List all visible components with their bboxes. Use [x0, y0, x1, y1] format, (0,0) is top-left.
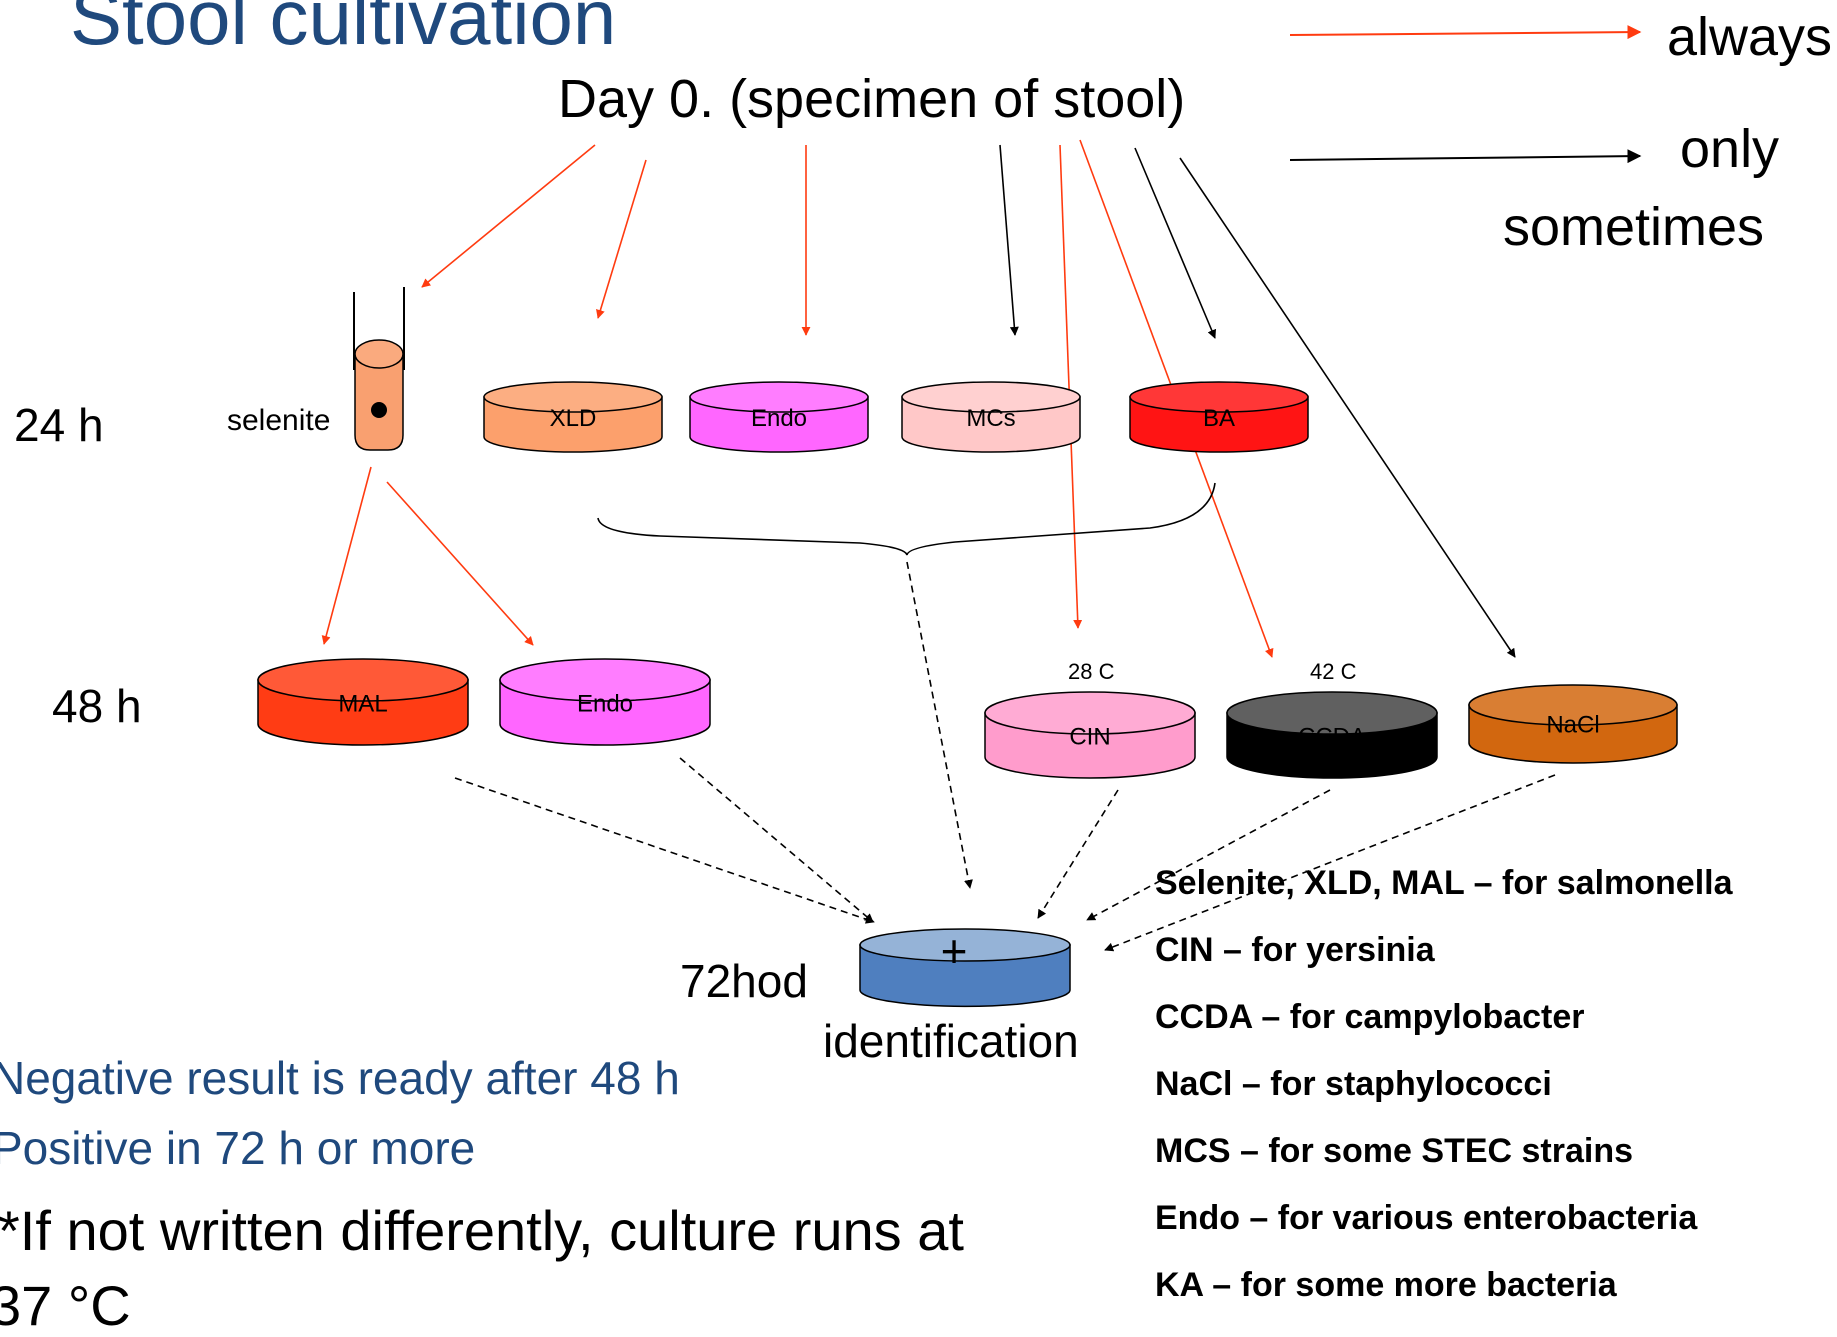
plate-endo-48h: Endo — [499, 658, 711, 746]
plate-ccda: CCDA — [1226, 691, 1438, 779]
cin-temperature: 28 C — [1068, 659, 1115, 684]
legend-sometimes-arrow — [1289, 149, 1642, 164]
key-item: Endo – for various enterobacteria — [1155, 1199, 1698, 1237]
dashed-arrows — [454, 561, 1556, 952]
time-48h: 48 h — [52, 680, 142, 732]
plate-nacl-label: NaCl — [1546, 711, 1599, 738]
plate-ccda-label: CCDA — [1298, 724, 1366, 751]
positive-note: Positive in 72 h or more — [0, 1122, 476, 1174]
ccda-temperature: 42 C — [1310, 659, 1357, 684]
tube-to-endo48-arrow — [386, 481, 534, 646]
key-item: Selenite, XLD, MAL – for salmonella — [1155, 864, 1733, 902]
plate-mal-label: MAL — [338, 691, 387, 718]
plate-mcs-label: MCs — [966, 405, 1015, 432]
plate-nacl: NaCl — [1468, 684, 1678, 764]
plate-ba-label: BA — [1203, 405, 1235, 432]
plate-mcs: MCs — [901, 381, 1081, 453]
key-item: CIN – for yersinia — [1155, 931, 1435, 969]
plate-cin-label: CIN — [1069, 724, 1110, 751]
tube-to-mal-arrow — [321, 466, 372, 645]
plate-ba: BA — [1129, 381, 1309, 453]
plate-endo-48h-label: Endo — [577, 691, 633, 718]
key-item: NaCl – for staphylococci — [1155, 1065, 1552, 1103]
temperature-note-line2: 37 °C — [0, 1274, 131, 1337]
plate-xld-label: XLD — [550, 405, 597, 432]
day0-label: Day 0. (specimen of stool) — [558, 69, 1186, 129]
day0-arrows — [421, 139, 1516, 658]
legend-always-label: always — [1667, 7, 1833, 67]
temperature-note-line1: *If not written differently, culture run… — [0, 1199, 964, 1262]
brace-24h — [597, 482, 1216, 556]
plate-xld: XLD — [483, 381, 663, 453]
legend-sometimes-label: sometimes — [1503, 197, 1765, 257]
identification-plate: + — [859, 925, 1071, 1008]
page-title: Stool cultivation — [70, 0, 617, 61]
key-item: KA – for some more bacteria — [1155, 1266, 1617, 1304]
plate-mal: MAL — [257, 658, 469, 746]
plate-endo: Endo — [689, 381, 869, 453]
negative-note: Negative result is ready after 48 h — [0, 1052, 680, 1104]
key-item: CCDA – for campylobacter — [1155, 998, 1585, 1036]
legend-always-arrow — [1289, 25, 1642, 40]
plate-cin: CIN — [984, 691, 1196, 779]
time-24h: 24 h — [14, 399, 104, 451]
key-item: MCS – for some STEC strains — [1155, 1132, 1634, 1170]
tube-label: selenite — [227, 404, 331, 437]
legend-only-label: only — [1680, 119, 1780, 179]
plus-sign: + — [941, 925, 968, 977]
plates-24h: XLD Endo MCs BA — [483, 381, 1309, 453]
identification-label: identification — [823, 1015, 1079, 1067]
time-72h: 72hod — [680, 955, 808, 1007]
plate-endo-label: Endo — [751, 405, 807, 432]
selenite-tube — [353, 287, 405, 451]
